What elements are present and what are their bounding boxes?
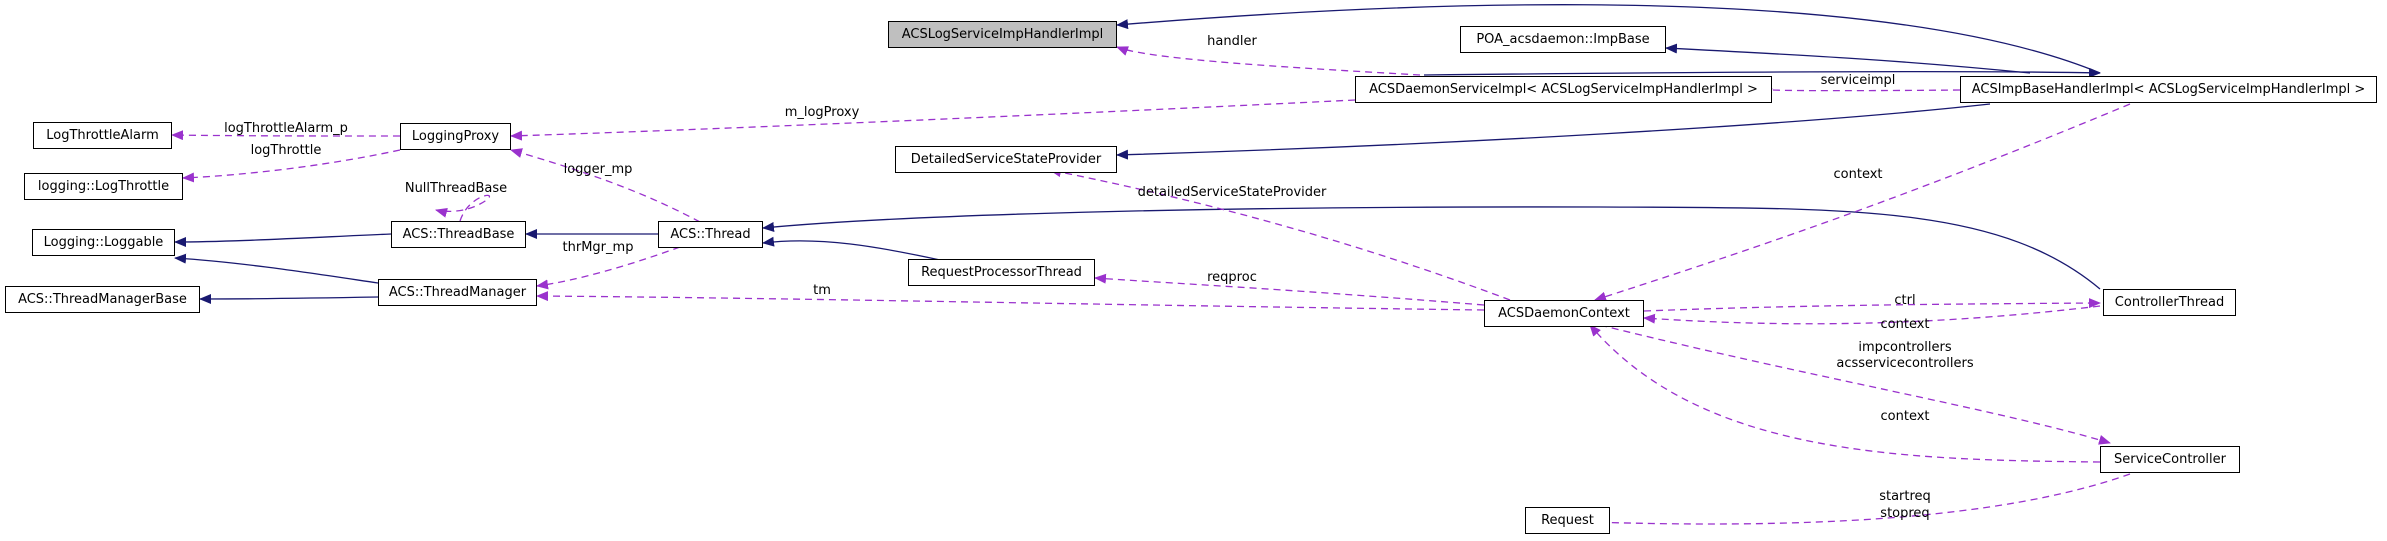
- edge-servicecontroller-context: [1589, 324, 2101, 463]
- edge-context-controller: [1643, 298, 2101, 312]
- edge-label-log-throttle-alarm-p: logThrottleAlarm_p: [224, 121, 348, 136]
- edge-label-context-ctrl: context: [1881, 317, 1930, 332]
- edge-label-context-top: context: [1834, 167, 1883, 182]
- node-log-throttle-alarm[interactable]: LogThrottleAlarm: [33, 122, 172, 149]
- edge-label-logger-mp: logger_mp: [564, 162, 633, 177]
- edge-impbase-serviceimpl: [1760, 85, 1961, 95]
- edge-impbase-to-dssp: [1116, 103, 1991, 160]
- node-acs-daemon-context[interactable]: ACSDaemonContext: [1484, 300, 1644, 327]
- edge-context-requestproc: [1094, 273, 1485, 306]
- edge-logproxy-throttlealarm: [171, 130, 401, 141]
- edge-logproxy-logthrottle: [182, 149, 401, 183]
- edge-label-detailed-service-state-provider: detailedServiceStateProvider: [1138, 185, 1327, 200]
- edge-label-ctrl: ctrl: [1894, 293, 1915, 308]
- node-acs-log-service-imp-handler-impl[interactable]: ACSLogServiceImpHandlerImpl: [888, 21, 1117, 48]
- edge-threadbase-nullthreadbase: [435, 194, 491, 222]
- edge-thread-logger: [510, 148, 701, 223]
- edge-controller-context: [1643, 305, 2101, 325]
- node-acs-thread-manager-base[interactable]: ACS::ThreadManagerBase: [5, 286, 200, 313]
- edge-label-m-log-proxy: m_logProxy: [785, 105, 860, 120]
- node-logging-loggable[interactable]: Logging::Loggable: [32, 229, 175, 256]
- node-acs-daemon-service-impl[interactable]: ACSDaemonServiceImpl< ACSLogServiceImpHa…: [1355, 76, 1772, 103]
- node-detailed-service-state-provider[interactable]: DetailedServiceStateProvider: [895, 146, 1117, 173]
- node-logging-proxy[interactable]: LoggingProxy: [400, 123, 511, 150]
- edge-label-impcontrollers: impcontrollers: [1858, 340, 1952, 355]
- node-poa-impbase[interactable]: POA_acsdaemon::ImpBase: [1460, 26, 1666, 53]
- node-controller-thread[interactable]: ControllerThread: [2103, 289, 2236, 316]
- edge-label-stopreq: stopreq: [1880, 506, 1929, 521]
- edge-daemonservice-logproxy: [510, 99, 1356, 141]
- edge-label-handler: handler: [1207, 34, 1257, 49]
- edge-servicecontroller-request: [1561, 473, 2131, 527]
- edge-label-acsservicecontrollers: acsservicecontrollers: [1836, 356, 1973, 371]
- edge-threadmanager-to-loggable: [174, 253, 379, 284]
- edge-thread-thrmgr: [536, 246, 681, 290]
- edge-controllerthread-to-thread: [762, 206, 2101, 290]
- edge-label-serviceimpl: serviceimpl: [1821, 73, 1896, 88]
- edge-label-startreq: startreq: [1879, 489, 1931, 504]
- node-request[interactable]: Request: [1525, 507, 1610, 534]
- edge-threadbase-to-loggable: [174, 233, 392, 247]
- node-logging-log-throttle[interactable]: logging::LogThrottle: [24, 173, 183, 200]
- edge-requestproc-to-thread: [762, 236, 941, 261]
- edge-label-reqproc: reqproc: [1207, 270, 1257, 285]
- node-request-processor-thread[interactable]: RequestProcessorThread: [908, 259, 1095, 286]
- edge-label-context-svc: context: [1881, 409, 1930, 424]
- edge-context-dssp: [1049, 167, 1511, 301]
- edge-context-threadmanager: [536, 291, 1485, 311]
- node-acs-thread-manager[interactable]: ACS::ThreadManager: [378, 279, 537, 306]
- edge-daemonservice-to-impbase: [1423, 67, 2101, 78]
- edge-label-thr-mgr-mp: thrMgr_mp: [563, 240, 634, 255]
- edge-daemonservice-handler: [1116, 46, 1421, 76]
- node-acs-thread[interactable]: ACS::Thread: [658, 221, 763, 248]
- node-service-controller[interactable]: ServiceController: [2100, 446, 2240, 473]
- node-acs-imp-base-handler-impl[interactable]: ACSImpBaseHandlerImpl< ACSLogServiceImpH…: [1960, 76, 2377, 103]
- node-acs-thread-base[interactable]: ACS::ThreadBase: [391, 221, 526, 248]
- edge-context-servicecontroller: [1599, 324, 2111, 445]
- edge-impbase-to-handler: [1116, 4, 2101, 74]
- edge-threadmanager-to-tmbase: [199, 293, 379, 304]
- edge-impbase-to-poa: [1665, 43, 2031, 74]
- edge-context-impbase: [1594, 103, 2131, 302]
- edge-label-null-thread-base: NullThreadBase: [405, 181, 507, 196]
- edge-label-tm: tm: [813, 283, 831, 298]
- edge-label-log-throttle: logThrottle: [251, 143, 322, 158]
